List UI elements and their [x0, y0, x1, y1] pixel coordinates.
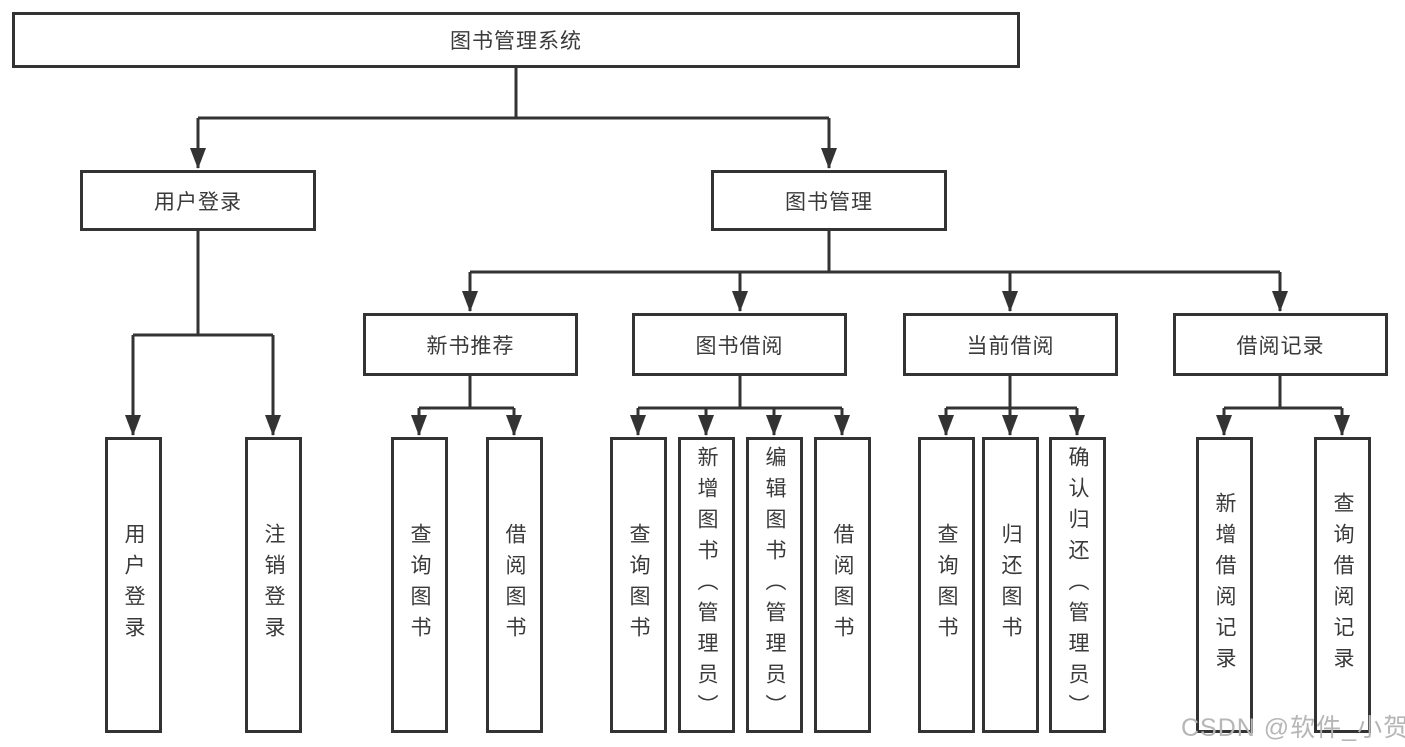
node-book-management-label: 图书管理 — [785, 190, 873, 214]
leaf-borrow-borrow-books-label: 借阅图书 — [831, 523, 854, 647]
node-current-borrow: 当前借阅 — [903, 313, 1118, 376]
leaf-user-login: 用户登录 — [105, 437, 162, 733]
leaf-current-return-books-label: 归还图书 — [999, 523, 1022, 647]
node-root: 图书管理系统 — [12, 12, 1020, 68]
leaf-records-add-record-label: 新增借阅记录 — [1213, 492, 1236, 678]
leaf-current-confirm-return-admin: 确认归还（管理员） — [1049, 437, 1106, 733]
leaf-logout: 注销登录 — [245, 437, 302, 733]
node-user-login: 用户登录 — [80, 170, 316, 231]
node-borrow-records-label: 借阅记录 — [1236, 334, 1325, 358]
leaf-records-add-record: 新增借阅记录 — [1196, 437, 1253, 733]
leaf-borrow-edit-books-admin-label: 编辑图书（管理员） — [763, 445, 786, 725]
leaf-current-return-books: 归还图书 — [982, 437, 1039, 733]
leaf-borrow-query-books-label: 查询图书 — [627, 523, 650, 647]
leaf-recommend-borrow-books: 借阅图书 — [486, 437, 543, 733]
node-new-book-recommend: 新书推荐 — [363, 313, 578, 376]
leaf-records-query-record-label: 查询借阅记录 — [1331, 492, 1354, 678]
leaf-borrow-borrow-books: 借阅图书 — [814, 437, 871, 733]
node-user-login-label: 用户登录 — [154, 190, 242, 214]
node-book-borrow: 图书借阅 — [632, 313, 847, 376]
node-new-book-recommend-label: 新书推荐 — [426, 334, 515, 358]
leaf-current-confirm-return-admin-label: 确认归还（管理员） — [1066, 445, 1089, 725]
leaf-recommend-borrow-books-label: 借阅图书 — [503, 523, 526, 647]
leaf-borrow-query-books: 查询图书 — [610, 437, 667, 733]
leaf-current-query-books: 查询图书 — [918, 437, 975, 733]
leaf-borrow-add-books-admin-label: 新增图书（管理员） — [695, 445, 718, 725]
node-current-borrow-label: 当前借阅 — [966, 334, 1055, 358]
node-root-label: 图书管理系统 — [450, 30, 582, 53]
leaf-recommend-query-books-label: 查询图书 — [408, 523, 431, 647]
leaf-logout-label: 注销登录 — [262, 523, 285, 647]
leaf-current-query-books-label: 查询图书 — [935, 523, 958, 647]
leaf-records-query-record: 查询借阅记录 — [1314, 437, 1371, 733]
csdn-watermark: CSDN @软件_小贺同学 — [1181, 714, 1405, 742]
node-borrow-records: 借阅记录 — [1173, 313, 1388, 376]
node-book-borrow-label: 图书借阅 — [695, 334, 784, 358]
leaf-recommend-query-books: 查询图书 — [391, 437, 448, 733]
leaf-user-login-label: 用户登录 — [122, 523, 145, 647]
node-book-management: 图书管理 — [711, 170, 947, 231]
leaf-borrow-add-books-admin: 新增图书（管理员） — [678, 437, 735, 733]
leaf-borrow-edit-books-admin: 编辑图书（管理员） — [746, 437, 803, 733]
